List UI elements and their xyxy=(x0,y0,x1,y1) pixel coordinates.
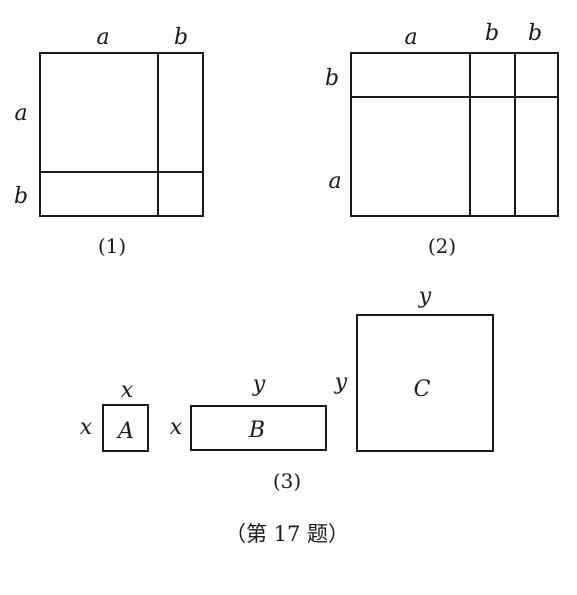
figure-1-top-label-b: b xyxy=(174,25,188,50)
shape-a-name: A xyxy=(116,419,134,444)
figure-2-outer-rectangle xyxy=(350,52,559,217)
figure-1-side-label-b: b xyxy=(14,184,28,209)
figure-2-top-label-b1: b xyxy=(485,21,499,46)
figure-2-top-label-a: a xyxy=(404,25,417,50)
shape-c-top-label: y xyxy=(418,284,432,309)
shape-b-rectangle xyxy=(190,405,327,451)
figure-2: a b b b a (2) xyxy=(325,21,559,258)
figure-2-caption: (2) xyxy=(428,234,456,258)
shape-c-side-label: y xyxy=(334,370,348,395)
figure-2-side-label-b: b xyxy=(325,66,339,91)
shape-a-square xyxy=(102,404,149,452)
shape-a: x x A xyxy=(80,378,149,452)
shape-b: y x B xyxy=(170,372,327,451)
shape-c-square xyxy=(356,314,494,452)
figure-1-top-label-a: a xyxy=(96,25,109,50)
shape-b-side-label: x xyxy=(170,415,183,440)
figure-3-caption: (3) xyxy=(273,469,301,493)
figure-2-top-label-b2: b xyxy=(528,21,542,46)
figure-1-caption: (1) xyxy=(98,234,126,258)
figure-1-outer-square xyxy=(39,52,204,217)
shape-a-top-label: x xyxy=(121,378,134,403)
shape-a-side-label: x xyxy=(80,415,93,440)
problem-label: （第 17 题） xyxy=(225,522,349,546)
shape-b-name: B xyxy=(248,418,265,443)
figure-3: x x A y x B y y C (3) xyxy=(80,284,494,493)
figure-1: a b a b (1) xyxy=(14,25,204,258)
shape-c: y y C xyxy=(334,284,494,452)
figure-1-side-label-a: a xyxy=(14,101,27,126)
shape-c-name: C xyxy=(414,377,431,402)
figure-2-side-label-a: a xyxy=(328,169,341,194)
shape-b-top-label: y xyxy=(252,372,266,397)
